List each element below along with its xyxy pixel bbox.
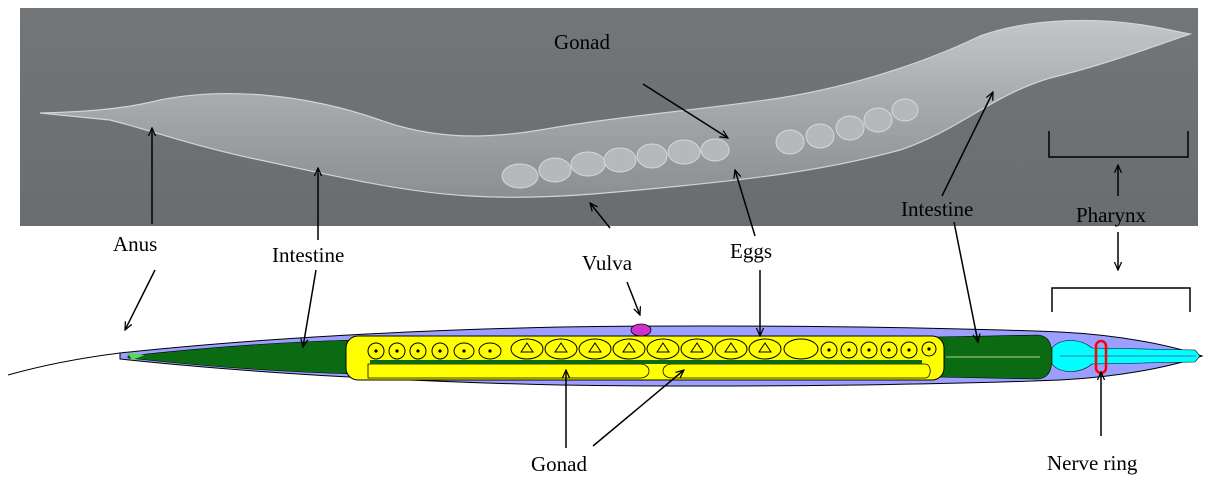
label-intestine-right: Intestine xyxy=(901,197,973,221)
photo-egg xyxy=(806,124,834,148)
photo-egg xyxy=(864,108,892,132)
arrow-intestine-right-down xyxy=(954,222,978,342)
egg xyxy=(749,339,781,359)
photo-egg xyxy=(836,116,864,140)
egg xyxy=(784,339,818,359)
label-anus: Anus xyxy=(113,232,157,256)
egg xyxy=(511,339,543,359)
egg xyxy=(545,339,577,359)
arrow-anus-down xyxy=(125,270,155,330)
pharynx-bracket-bottom xyxy=(1052,288,1190,312)
photo-egg xyxy=(604,148,636,172)
label-eggs: Eggs xyxy=(730,239,772,263)
egg xyxy=(681,339,713,359)
gonad-lower-arm-left xyxy=(368,364,649,378)
egg xyxy=(715,339,747,359)
gonad-lower-arm-right xyxy=(663,364,930,378)
schematic-vulva xyxy=(631,324,651,336)
photo-egg xyxy=(637,144,667,168)
schematic-panel xyxy=(8,324,1202,386)
label-gonad-bottom: Gonad xyxy=(531,452,587,476)
label-gonad-top: Gonad xyxy=(554,30,610,54)
egg xyxy=(613,339,645,359)
egg xyxy=(647,339,679,359)
label-intestine-left: Intestine xyxy=(272,243,344,267)
photo-egg xyxy=(776,130,804,154)
schematic-tail xyxy=(8,353,120,375)
label-pharynx: Pharynx xyxy=(1076,203,1146,227)
egg xyxy=(579,339,611,359)
photo-egg xyxy=(892,99,918,121)
arrow-intestine-left-down xyxy=(303,270,316,347)
label-nerve-ring: Nerve ring xyxy=(1047,451,1138,475)
label-vulva: Vulva xyxy=(582,251,633,275)
photo-egg xyxy=(502,164,538,188)
photo-egg xyxy=(539,158,571,182)
photo-egg xyxy=(571,152,605,176)
photo-egg xyxy=(668,140,700,164)
arrow-vulva-down xyxy=(627,282,640,315)
photo-egg xyxy=(701,139,729,161)
